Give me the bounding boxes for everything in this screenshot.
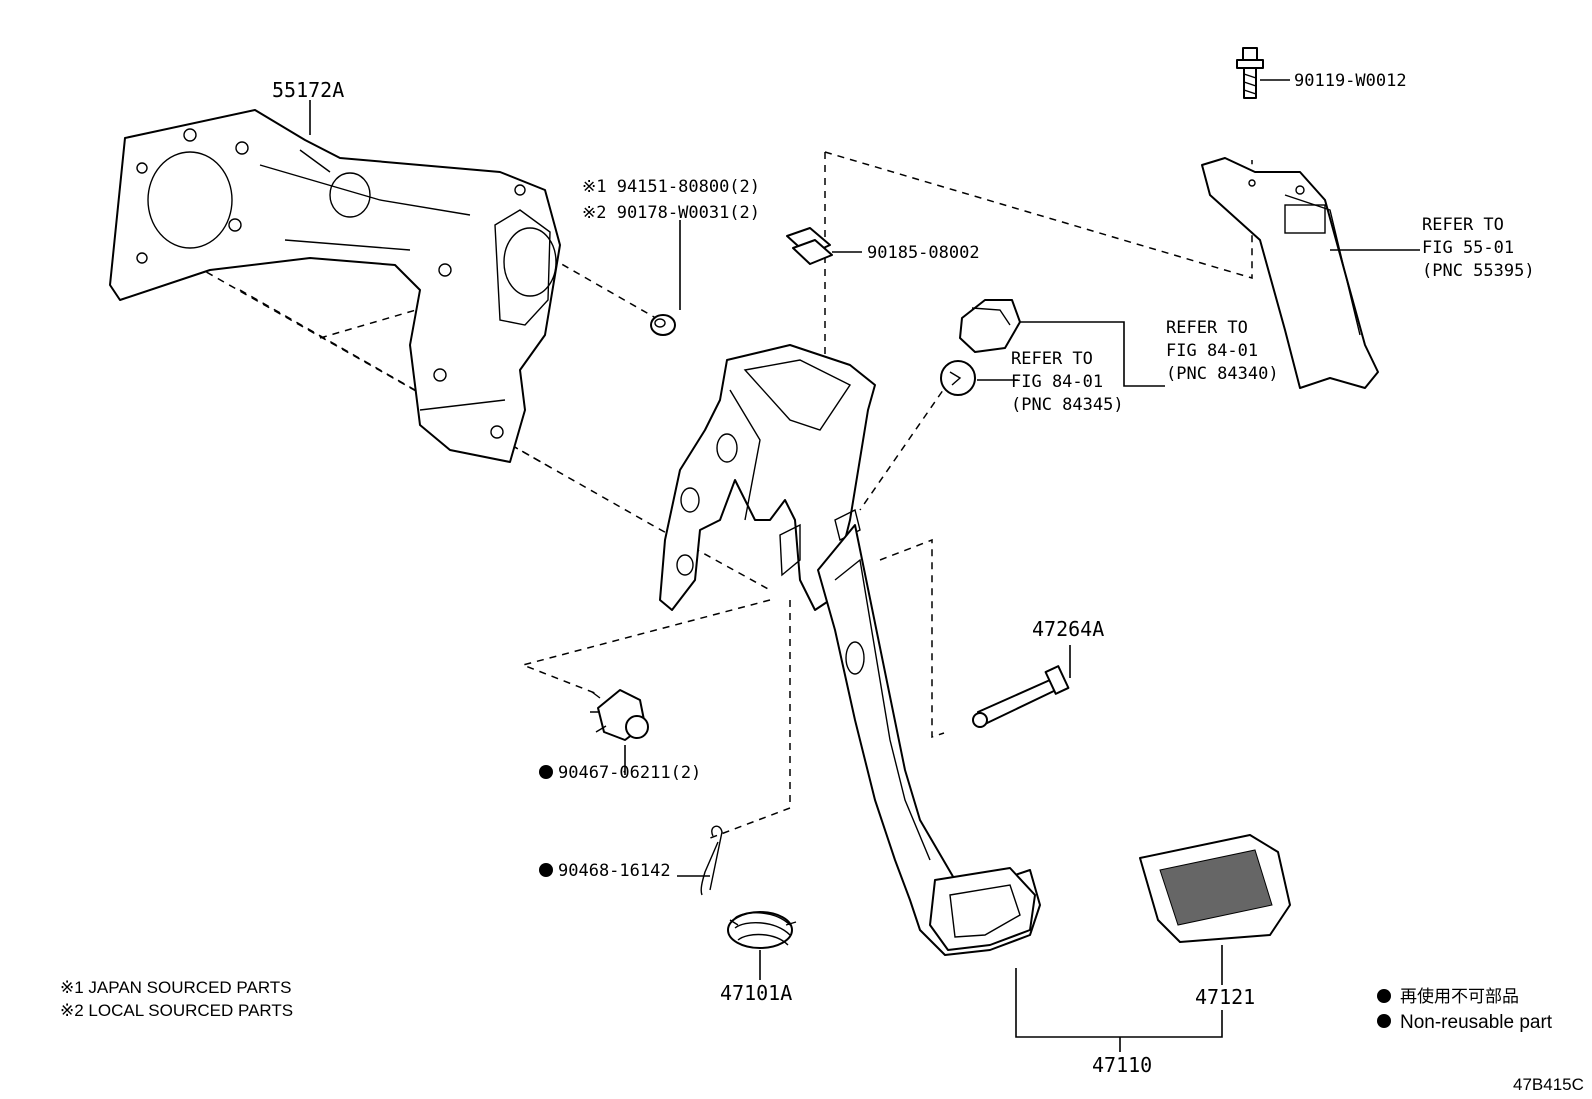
legend-dot-en <box>1377 1014 1391 1028</box>
label-47110: 47110 <box>1092 1053 1152 1077</box>
label-90467: 90467-06211(2) <box>558 763 701 783</box>
brake-pedal-arm <box>817 524 1041 956</box>
label-90185: 90185-08002 <box>867 243 980 263</box>
label-47101a: 47101A <box>720 981 792 1005</box>
label-refer-55-line3: (PNC 55395) <box>1422 261 1535 281</box>
pedal-cover-55395 <box>1201 157 1379 389</box>
part-labels: 55172A ※1 94151-80800(2) ※2 90178-W0031(… <box>272 71 1535 1077</box>
non-reusable-dot-90468 <box>539 863 553 877</box>
pedal-pad-47121 <box>1139 834 1291 943</box>
legend-local-sourced: ※2 LOCAL SOURCED PARTS <box>60 1001 293 1020</box>
legend-japan-sourced: ※1 JAPAN SOURCED PARTS <box>60 978 292 997</box>
sensor-clip-84345 <box>940 360 976 396</box>
label-90119: 90119-W0012 <box>1294 71 1407 91</box>
label-47264a: 47264A <box>1032 617 1104 641</box>
clip-pin-90468 <box>700 825 723 896</box>
spring-47101a <box>727 911 797 949</box>
bolt-90119 <box>1236 47 1264 99</box>
label-refer-84345-line2: FIG 84-01 <box>1011 372 1103 392</box>
clip-nut-90185 <box>786 227 833 265</box>
shaft-47264a <box>972 665 1070 728</box>
label-refer-55-line2: FIG 55-01 <box>1422 238 1514 258</box>
legend-non-reusable-jp: 再使用不可部品 <box>1400 986 1519 1006</box>
label-refer-84345-line1: REFER TO <box>1011 349 1093 369</box>
leader-lines <box>309 79 1420 1052</box>
pedal-support-assembly <box>659 344 876 611</box>
label-55172a: 55172A <box>272 78 344 102</box>
pedal-bracket-55172a <box>109 109 561 463</box>
nut-94151-90178 <box>650 314 676 336</box>
legend: ※1 JAPAN SOURCED PARTS ※2 LOCAL SOURCED … <box>60 978 1553 1033</box>
label-refer-84345-line3: (PNC 84345) <box>1011 395 1124 415</box>
label-refer-84340-line3: (PNC 84340) <box>1166 364 1279 384</box>
stop-lamp-switch-84340 <box>959 299 1021 353</box>
label-nut-japan: ※1 94151-80800(2) <box>582 177 760 197</box>
label-90468: 90468-16142 <box>558 861 671 881</box>
legend-non-reusable-en: Non-reusable part <box>1400 1012 1553 1033</box>
label-47121: 47121 <box>1195 985 1255 1009</box>
label-refer-84340-line1: REFER TO <box>1166 318 1248 338</box>
diagram-id: 47B415C <box>1513 1075 1584 1094</box>
label-refer-84340-line2: FIG 84-01 <box>1166 341 1258 361</box>
legend-dot-jp <box>1377 989 1391 1003</box>
label-refer-55-line1: REFER TO <box>1422 215 1504 235</box>
non-reusable-dot-90467 <box>539 765 553 779</box>
label-nut-local: ※2 90178-W0031(2) <box>582 203 760 223</box>
bushing-90467 <box>590 689 649 741</box>
